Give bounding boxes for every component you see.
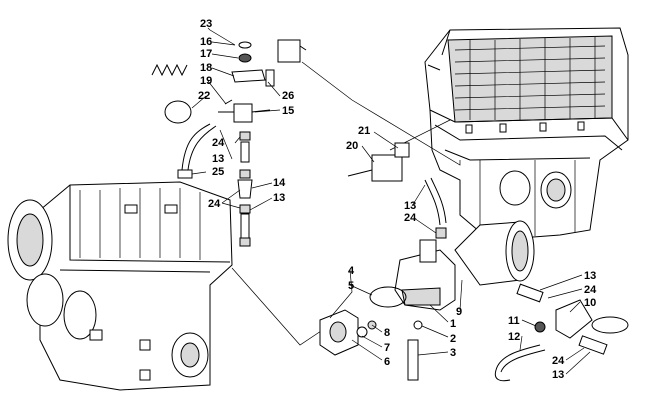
engine-illustration [7, 181, 233, 391]
callout-7: 7 [384, 342, 390, 354]
callout-20: 20 [346, 140, 358, 152]
callout-9: 9 [456, 306, 462, 318]
callout-25: 25 [212, 166, 224, 178]
callout-19: 19 [200, 75, 212, 87]
leader-lines [191, 27, 591, 375]
callout-26: 26 [282, 90, 294, 102]
callout-13-c: 13 [404, 200, 416, 212]
callout-13-d: 13 [584, 270, 596, 282]
callout-22: 22 [198, 90, 210, 102]
callout-24-e: 24 [552, 355, 565, 367]
callout-24-d: 24 [584, 284, 597, 296]
callout-13-e: 13 [552, 369, 564, 381]
callout-6: 6 [384, 356, 390, 368]
callout-11: 11 [508, 315, 520, 327]
airbox-illustration [424, 27, 629, 239]
callout-24-c: 24 [404, 212, 417, 224]
callout-12: 12 [508, 331, 520, 343]
callout-8: 8 [384, 327, 390, 339]
callout-13-a: 13 [212, 153, 224, 165]
callout-21: 21 [358, 125, 370, 137]
callout-18: 18 [200, 62, 212, 74]
callout-2: 2 [450, 333, 456, 345]
carburetor-illustration [319, 177, 535, 381]
callout-1: 1 [450, 318, 456, 330]
valve-tee-assembly [494, 283, 629, 382]
callout-23: 23 [200, 18, 212, 30]
callout-17: 17 [200, 48, 212, 60]
fuel-valve-assembly [151, 39, 307, 247]
fuel-pump-body [347, 142, 410, 182]
callout-15: 15 [282, 105, 294, 117]
callout-10: 10 [584, 297, 596, 309]
callout-3: 3 [450, 347, 456, 359]
callout-5: 5 [348, 280, 354, 292]
callout-labels: 23 16 17 18 19 22 26 15 24 13 25 14 24 1… [198, 18, 597, 381]
callout-13-b: 13 [273, 192, 285, 204]
callout-16: 16 [200, 36, 212, 48]
callout-24-b: 24 [208, 198, 221, 210]
callout-4: 4 [348, 265, 355, 277]
callout-24-a: 24 [212, 137, 225, 149]
callout-14: 14 [273, 177, 286, 189]
